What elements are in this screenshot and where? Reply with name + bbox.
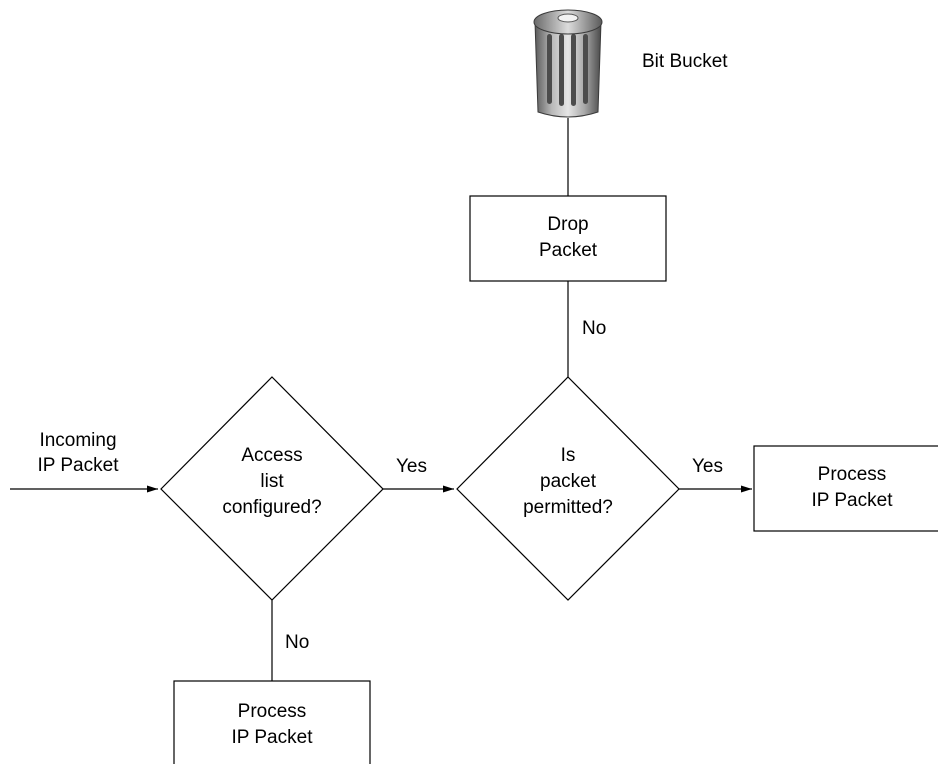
access-list-label-3: configured? bbox=[222, 497, 321, 518]
drop-packet-label-2: Packet bbox=[539, 240, 598, 261]
bit-bucket-label: Bit Bucket bbox=[642, 51, 728, 72]
bit-bucket-icon bbox=[533, 9, 603, 118]
permitted-decision bbox=[456, 376, 680, 601]
process-packet-box-right bbox=[753, 445, 938, 532]
process-right-label-1: Process bbox=[818, 464, 887, 485]
incoming-label-1: Incoming bbox=[39, 430, 116, 451]
process-bottom-label-2: IP Packet bbox=[232, 727, 314, 748]
access-list-label-2: list bbox=[260, 471, 284, 492]
no-label-down: No bbox=[285, 632, 309, 653]
permitted-label-3: permitted? bbox=[523, 497, 613, 518]
drop-packet-box bbox=[469, 195, 667, 282]
yes-label-2: Yes bbox=[692, 456, 723, 477]
incoming-label-2: IP Packet bbox=[38, 455, 120, 476]
process-right-label-2: IP Packet bbox=[812, 490, 894, 511]
permitted-label-1: Is bbox=[561, 445, 576, 466]
yes-label-1: Yes bbox=[396, 456, 427, 477]
drop-packet-label-1: Drop bbox=[547, 214, 588, 235]
process-bottom-label-1: Process bbox=[238, 701, 307, 722]
access-list-decision bbox=[160, 376, 384, 601]
access-list-label-1: Access bbox=[241, 445, 302, 466]
process-packet-box-bottom bbox=[173, 680, 371, 764]
permitted-label-2: packet bbox=[540, 471, 597, 492]
no-label-up: No bbox=[582, 318, 606, 339]
